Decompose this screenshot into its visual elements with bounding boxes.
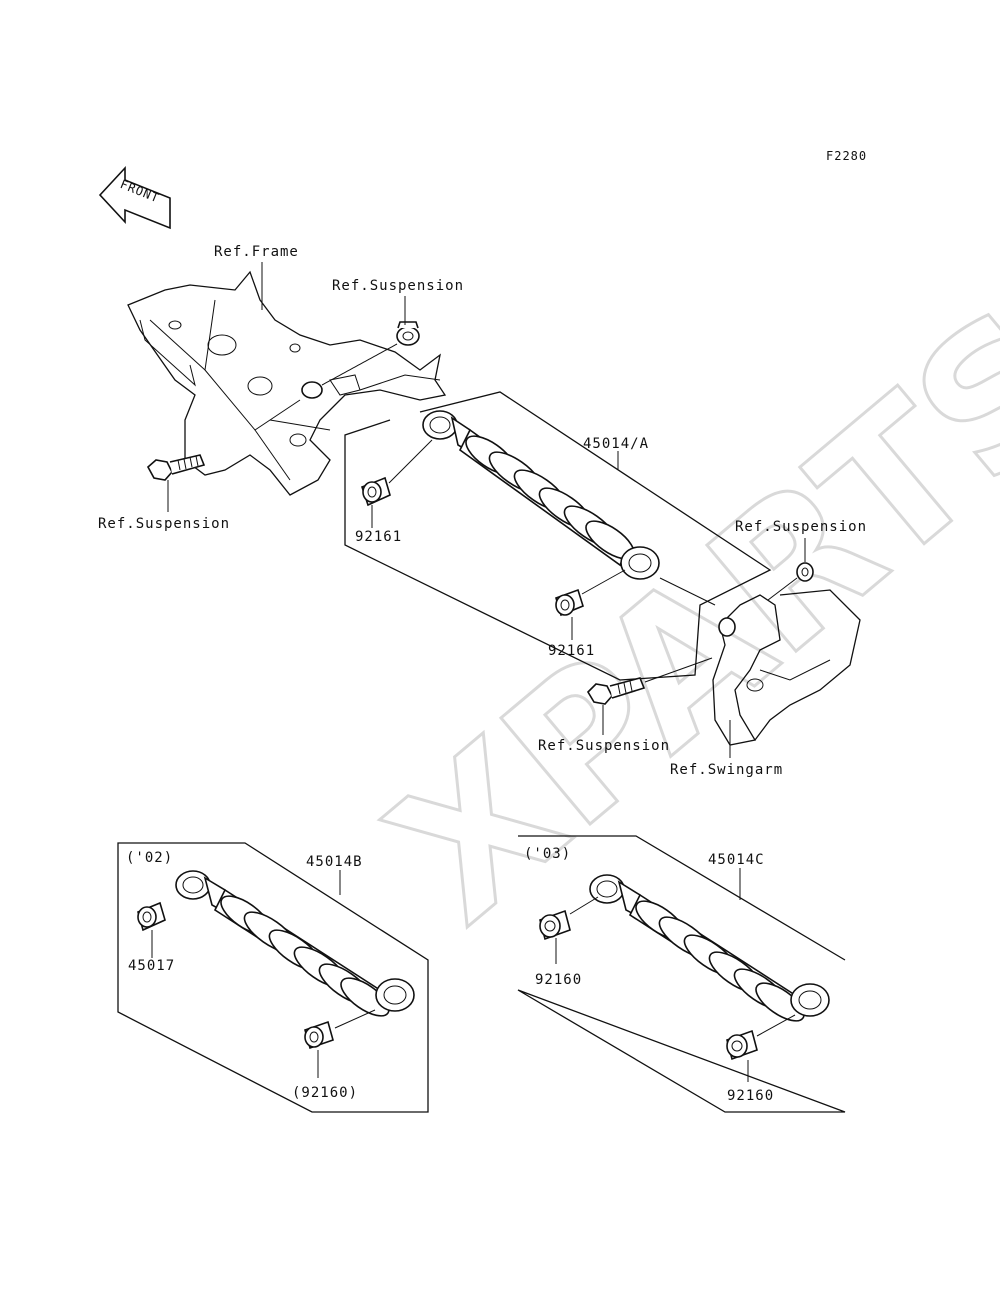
variant-02-box <box>117 842 429 1113</box>
main-bushing-lower-label: 92161 <box>548 643 595 659</box>
upper-nut-drawing <box>396 321 420 346</box>
ref-frame-label: Ref.Frame <box>214 244 299 260</box>
ref-suspension-right-label: Ref.Suspension <box>735 519 867 535</box>
variant-02-shock-drawing <box>175 870 415 1017</box>
variant-02-bushing-upper-label: 45017 <box>128 958 175 974</box>
ref-suspension-top-label: Ref.Suspension <box>332 278 464 294</box>
frame-drawing <box>127 270 447 496</box>
variant-03-shock-drawing <box>589 874 830 1022</box>
swingarm-bolt-drawing <box>586 677 646 705</box>
variant-03-part-number: 45014C <box>708 852 765 868</box>
main-shock-absorber-drawing <box>422 410 660 580</box>
variant-03-bushing-upper-drawing <box>539 909 571 941</box>
variant-03-year: ('03) <box>524 846 571 862</box>
swingarm-drawing <box>712 589 861 746</box>
ref-suspension-bolt-label: Ref.Suspension <box>538 738 670 754</box>
swingarm-nut-drawing <box>796 562 814 582</box>
variant-03-bushing-lower-label: 92160 <box>727 1088 774 1104</box>
variant-03-bushing-lower-drawing <box>726 1029 758 1061</box>
variant-03-bushing-upper-label: 92160 <box>535 972 582 988</box>
main-bushing-upper-drawing <box>361 476 391 507</box>
main-bushing-upper-label: 92161 <box>355 529 402 545</box>
figure-code: F2280 <box>826 149 867 163</box>
main-assembly-box <box>344 391 772 681</box>
variant-02-year: ('02) <box>126 850 173 866</box>
ref-swingarm-label: Ref.Swingarm <box>670 762 783 778</box>
variant-02-bushing-lower-label: (92160) <box>292 1085 358 1101</box>
variant-02-part-number: 45014B <box>306 854 363 870</box>
main-bushing-lower-drawing <box>555 588 584 617</box>
variant-03-box <box>517 835 846 1113</box>
main-part-number: 45014/A <box>583 436 649 452</box>
variant-02-bushing-lower-drawing <box>304 1020 334 1050</box>
ref-suspension-left-label: Ref.Suspension <box>98 516 230 532</box>
front-arrow-icon: FRONT <box>98 165 171 230</box>
frame-bolt-drawing <box>146 454 206 481</box>
variant-02-bushing-upper-drawing <box>137 901 166 932</box>
